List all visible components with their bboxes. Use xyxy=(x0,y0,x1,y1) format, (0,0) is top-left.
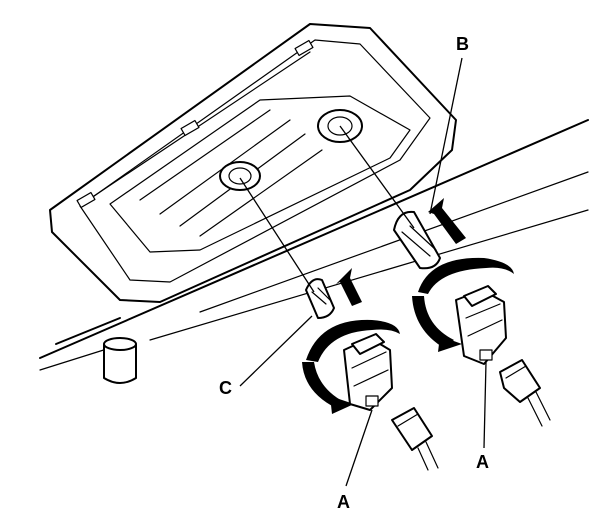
rotate-arrow-right xyxy=(412,257,514,352)
leader-c xyxy=(239,315,313,387)
leader-a-right xyxy=(483,361,487,449)
map-light-housing xyxy=(49,23,457,303)
callout-b: B xyxy=(456,34,469,54)
callout-a-left: A xyxy=(337,492,350,512)
bulb-socket-a-left xyxy=(343,333,393,411)
roof-panel xyxy=(39,119,589,371)
leader-b xyxy=(429,57,463,215)
leader-lines xyxy=(239,57,487,487)
roof-lamp-post xyxy=(103,337,137,384)
bulb-c xyxy=(305,278,335,319)
housing-clip-middle xyxy=(180,119,200,137)
harness-connector-right xyxy=(499,359,551,427)
housing-clip-top xyxy=(294,39,314,57)
insert-arrow-b xyxy=(428,198,466,244)
insert-arrow-c xyxy=(336,268,362,306)
bulb-socket-a-right xyxy=(455,285,507,365)
bulb-b xyxy=(393,210,441,270)
leader-c-socket xyxy=(239,177,315,293)
socket-hole-c xyxy=(219,161,261,191)
rotate-arrow-left xyxy=(302,319,400,414)
callout-a-right: A xyxy=(476,452,489,472)
harness-connector-left xyxy=(391,407,439,471)
housing-clip-left xyxy=(76,191,96,209)
callout-c: C xyxy=(219,378,232,398)
leader-b-socket xyxy=(339,125,415,229)
leader-a-left xyxy=(345,409,373,487)
